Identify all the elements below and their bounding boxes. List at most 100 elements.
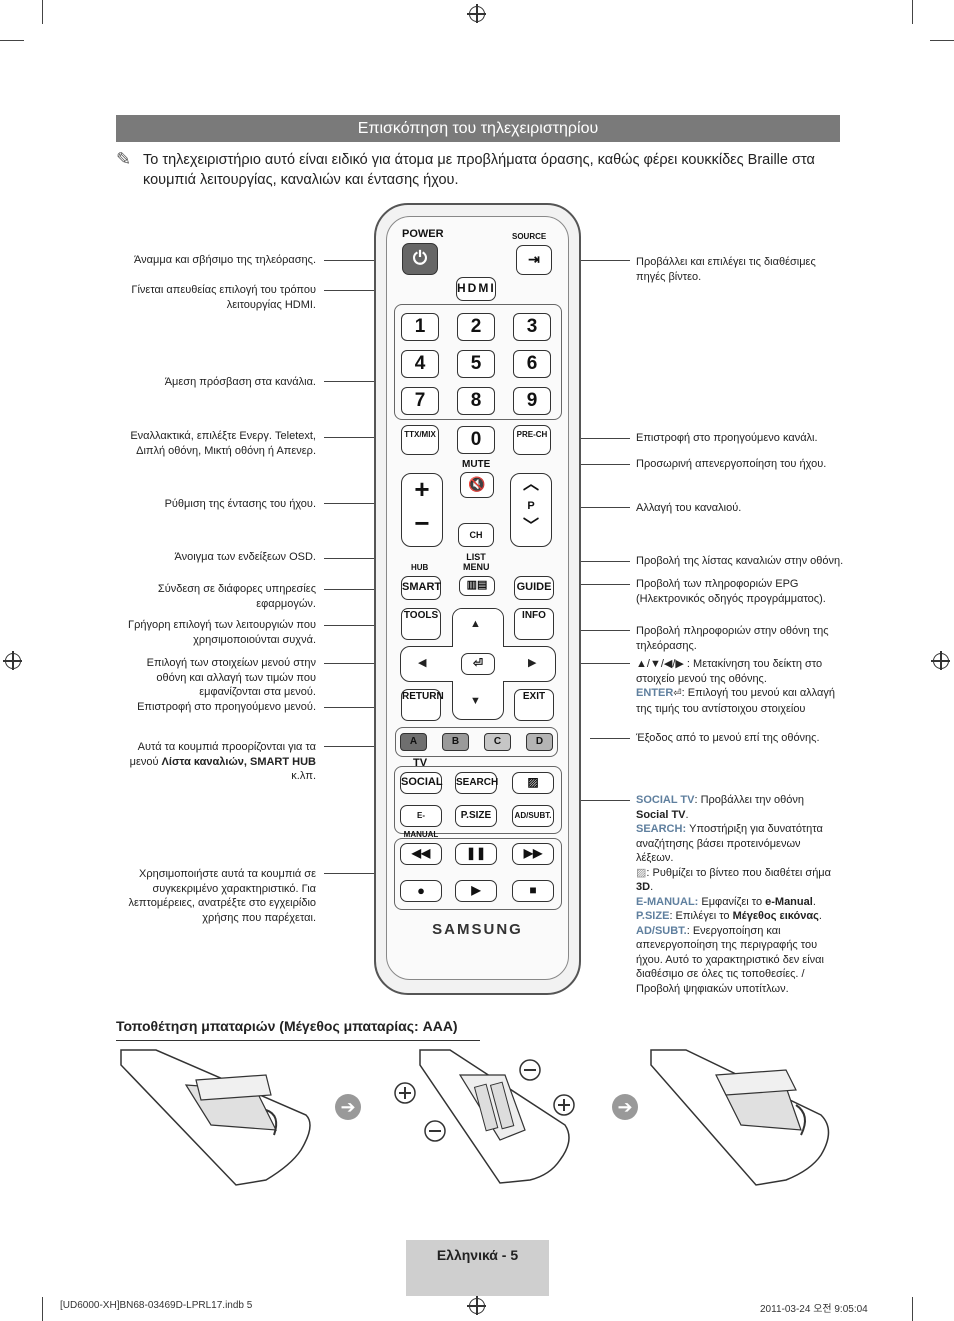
digit-5-button[interactable]: 5 bbox=[457, 350, 495, 378]
threed-bold: 3D bbox=[636, 881, 651, 893]
tools-button[interactable]: TOOLS bbox=[401, 608, 441, 640]
digit-1-button[interactable]: 1 bbox=[401, 313, 439, 341]
registration-mark-icon bbox=[931, 651, 950, 670]
smart-functions-group bbox=[394, 766, 562, 834]
media-group bbox=[394, 838, 562, 910]
mute-label: MUTE bbox=[462, 459, 491, 470]
label-smart: Σύνδεση σε διάφορες υπηρεσίες εφαρμογών. bbox=[157, 583, 316, 610]
label-menu: Άνοιγμα των ενδείξεων OSD. bbox=[174, 551, 316, 563]
guide-button[interactable]: GUIDE bbox=[514, 576, 554, 600]
digit-6-button[interactable]: 6 bbox=[513, 350, 551, 378]
leader-line bbox=[324, 746, 392, 747]
search-text: Υποστήριξη για δυνατότητα αναζήτησης βάσ… bbox=[636, 823, 823, 864]
fast-forward-icon: ▶▶ bbox=[523, 846, 543, 860]
power-label: POWER bbox=[402, 228, 444, 240]
menu-button[interactable]: ▥▤ bbox=[459, 576, 495, 596]
stop-button[interactable]: ■ bbox=[512, 880, 554, 902]
label-return: Επιστροφή στο προηγούμενο μενού. bbox=[137, 701, 316, 713]
section-header: Επισκόπηση του τηλεχειριστηρίου bbox=[116, 115, 840, 142]
emanual-bold: e-Manual bbox=[765, 895, 813, 908]
social-tv-button[interactable]: SOCIAL bbox=[400, 772, 443, 794]
enter-icon: ⏎ bbox=[472, 656, 484, 670]
down-arrow-button[interactable]: ▼ bbox=[470, 695, 481, 707]
enter-text: : Επιλογή του μενού και αλλαγή της τιμής… bbox=[636, 687, 835, 715]
digit-0-button[interactable]: 0 bbox=[457, 426, 495, 454]
play-button[interactable]: ▶ bbox=[455, 880, 497, 902]
3d-icon: ▨ bbox=[527, 775, 539, 789]
e-manual-button[interactable]: E-MANUAL bbox=[400, 805, 442, 839]
info-button[interactable]: INFO bbox=[514, 608, 554, 640]
emanual-text: Εμφανίζει το bbox=[698, 895, 766, 908]
label-colors-pre: Αυτά τα κουμπιά προορίζονται για τα μενο… bbox=[129, 741, 316, 768]
leader-line bbox=[324, 437, 400, 438]
digit-7-button[interactable]: 7 bbox=[401, 387, 439, 415]
digit-9-button[interactable]: 9 bbox=[513, 387, 551, 415]
crop-mark bbox=[912, 1297, 913, 1321]
exit-label: EXIT bbox=[522, 691, 546, 702]
digit-3-button[interactable]: 3 bbox=[513, 313, 551, 341]
color-b-button[interactable]: B bbox=[442, 733, 469, 751]
smart-hub-button[interactable]: SMART bbox=[401, 576, 441, 600]
fast-forward-button[interactable]: ▶▶ bbox=[512, 843, 554, 865]
search-button[interactable]: SEARCH bbox=[455, 772, 498, 794]
stop-icon: ■ bbox=[529, 883, 537, 897]
label-hdmi: Γίνεται απευθείας επιλογή του τρόπου λει… bbox=[131, 284, 316, 311]
leader-line bbox=[324, 503, 396, 504]
pause-button[interactable]: ❚❚ bbox=[455, 843, 497, 865]
pencil-note-icon: ✎ bbox=[116, 149, 132, 169]
hdmi-button[interactable]: HDMI bbox=[456, 277, 496, 301]
rewind-button[interactable]: ◀◀ bbox=[400, 843, 442, 865]
p-size-button[interactable]: P.SIZE bbox=[455, 805, 497, 827]
leader-line bbox=[562, 800, 630, 801]
record-button[interactable]: ● bbox=[400, 880, 442, 902]
mute-button[interactable]: 🔇 bbox=[460, 472, 494, 498]
left-arrow-button[interactable]: ◀ bbox=[418, 657, 427, 669]
label-colors-post: κ.λπ. bbox=[291, 770, 316, 782]
psize-bold: Μέγεθος εικόνας bbox=[732, 910, 819, 922]
ttx-mix-button[interactable]: TTX/MIX bbox=[401, 425, 439, 455]
color-a-button[interactable]: A bbox=[400, 733, 427, 751]
arrow-right-icon: ➔ bbox=[612, 1094, 638, 1120]
volume-rocker[interactable]: + − bbox=[401, 473, 443, 547]
pre-ch-button[interactable]: PRE-CH bbox=[513, 425, 551, 455]
channel-up-icon: ︿ bbox=[522, 476, 539, 493]
ch-list-button[interactable]: CH LIST bbox=[458, 523, 494, 562]
channel-p-label: P bbox=[527, 500, 535, 512]
crop-mark bbox=[930, 40, 954, 41]
3d-button[interactable]: ▨ bbox=[512, 772, 554, 794]
mute-icon: 🔇 bbox=[468, 476, 486, 492]
section-underline bbox=[116, 1040, 480, 1041]
return-label: RETURN bbox=[402, 691, 444, 702]
color-d-button[interactable]: D bbox=[526, 733, 553, 751]
enter-button[interactable]: ⏎ bbox=[461, 653, 495, 675]
up-arrow-button[interactable]: ▲ bbox=[470, 618, 481, 630]
return-button[interactable]: RETURN bbox=[401, 689, 444, 721]
label-social-block: SOCIAL TV: Προβάλλει την οθόνη Social TV… bbox=[636, 794, 832, 995]
label-channel: Αλλαγή του καναλιού. bbox=[636, 502, 742, 514]
digit-2-button[interactable]: 2 bbox=[457, 313, 495, 341]
exit-button[interactable]: EXIT bbox=[514, 689, 554, 721]
right-arrow-button[interactable]: ▶ bbox=[528, 657, 537, 669]
source-label: SOURCE bbox=[512, 232, 547, 241]
ttx-label: TTX/MIX bbox=[404, 430, 436, 439]
label-tools: Γρήγορη επιλογή των λειτουργιών που χρησ… bbox=[128, 619, 316, 646]
color-c-button[interactable]: C bbox=[484, 733, 511, 751]
leader-line bbox=[324, 381, 390, 382]
channel-down-icon: ﹀ bbox=[522, 518, 539, 535]
adsubt-text: : Ενεργοποίηση και απενεργοποίηση της πε… bbox=[636, 924, 824, 995]
digit-8-button[interactable]: 8 bbox=[457, 387, 495, 415]
battery-section-title: Τοποθέτηση μπαταριών (Μέγεθος μπαταρίας:… bbox=[116, 1018, 458, 1034]
channel-rocker[interactable]: ︿ P ﹀ bbox=[510, 473, 552, 547]
label-volume: Ρύθμιση της έντασης του ήχου. bbox=[164, 498, 316, 510]
source-button[interactable]: ⇥ bbox=[516, 245, 552, 275]
registration-mark-icon bbox=[467, 4, 486, 23]
nav-text: : Μετακίνηση του δείκτη στο στοιχείο μεν… bbox=[636, 658, 823, 685]
digit-4-button[interactable]: 4 bbox=[401, 350, 439, 378]
label-power: Άναμμα και σβήσιμο της τηλεόρασης. bbox=[134, 254, 316, 266]
search-key: SEARCH: bbox=[636, 823, 687, 835]
power-button[interactable]: ⏻ bbox=[402, 243, 438, 275]
ad-subt-button[interactable]: AD/SUBT. bbox=[512, 805, 554, 827]
threed-text: : Ρυθμίζει το βίντεο που διαθέτει σήμα bbox=[646, 866, 832, 879]
registration-mark-icon bbox=[467, 1296, 486, 1315]
psize-key: P.SIZE bbox=[636, 910, 670, 922]
